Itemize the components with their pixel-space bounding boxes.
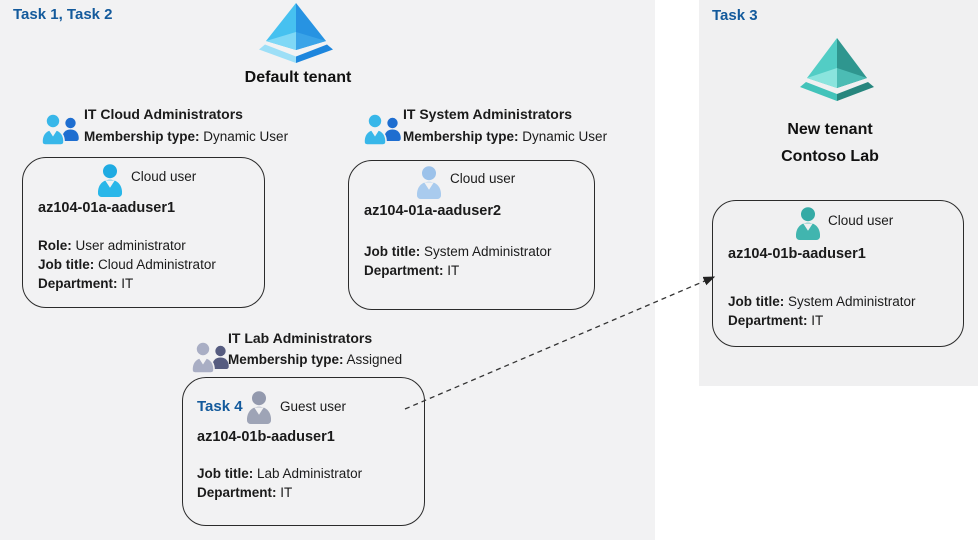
field-job-title: Job title: System Administrator bbox=[728, 292, 916, 311]
user-type-label: Cloud user bbox=[450, 171, 516, 186]
new-tenant-user-card: Cloud user az104-01b-aaduser1 Job title:… bbox=[712, 200, 964, 347]
user-fields: Job title: System Administrator Departme… bbox=[364, 242, 552, 280]
username: az104-01b-aaduser1 bbox=[728, 246, 866, 262]
field-value: System Administrator bbox=[788, 294, 916, 309]
cloud-user-icon bbox=[96, 164, 124, 197]
user-type-label: Cloud user bbox=[131, 169, 197, 184]
field-label: Department: bbox=[38, 276, 118, 291]
field-job-title: Job title: System Administrator bbox=[364, 242, 552, 261]
group-membership-system-admins: Membership type: Dynamic User bbox=[403, 129, 607, 144]
task-4-label: Task 4 bbox=[197, 398, 243, 415]
azure-ad-tenant-icon bbox=[257, 2, 335, 64]
field-value: Cloud Administrator bbox=[98, 257, 216, 272]
task-3-label: Task 3 bbox=[712, 7, 758, 24]
field-label: Department: bbox=[728, 313, 808, 328]
field-label: Job title: bbox=[38, 257, 95, 272]
user-type-label: Guest user bbox=[280, 399, 347, 414]
field-job-title: Job title: Lab Administrator bbox=[197, 464, 362, 483]
membership-value: Dynamic User bbox=[203, 129, 289, 144]
membership-label: Membership type: bbox=[84, 129, 200, 144]
field-value: IT bbox=[121, 276, 134, 291]
group-membership-lab-admins: Membership type: Assigned bbox=[228, 352, 402, 367]
user-card-aaduser1: Cloud user az104-01a-aaduser1 Role: User… bbox=[22, 157, 265, 308]
field-role: Role: User administrator bbox=[38, 236, 216, 255]
group-title-lab-admins: IT Lab Administrators bbox=[228, 330, 373, 346]
field-value: User administrator bbox=[75, 238, 186, 253]
username: az104-01a-aaduser1 bbox=[38, 200, 176, 216]
user-fields: Role: User administrator Job title: Clou… bbox=[38, 236, 216, 293]
task-1-2-label: Task 1, Task 2 bbox=[13, 6, 113, 23]
group-title-cloud-admins: IT Cloud Administrators bbox=[84, 106, 243, 122]
default-tenant-panel bbox=[0, 0, 655, 540]
new-tenant-icon bbox=[799, 36, 875, 106]
guest-user-icon bbox=[245, 391, 273, 424]
field-value: IT bbox=[447, 263, 460, 278]
cloud-user-icon bbox=[415, 166, 443, 199]
field-value: IT bbox=[280, 485, 293, 500]
new-tenant-title-line2: Contoso Lab bbox=[781, 148, 879, 165]
field-label: Role: bbox=[38, 238, 72, 253]
new-tenant-title-line1: New tenant bbox=[787, 121, 873, 138]
membership-value: Dynamic User bbox=[522, 129, 608, 144]
user-card-aaduser2: Cloud user az104-01a-aaduser2 Job title:… bbox=[348, 160, 595, 310]
group-title-system-admins: IT System Administrators bbox=[403, 106, 573, 122]
field-label: Job title: bbox=[197, 466, 254, 481]
membership-label: Membership type: bbox=[403, 129, 519, 144]
field-department: Department: IT bbox=[38, 274, 216, 293]
field-label: Department: bbox=[197, 485, 277, 500]
cloud-user-icon bbox=[794, 207, 822, 240]
field-value: IT bbox=[811, 313, 824, 328]
field-value: System Administrator bbox=[424, 244, 552, 259]
field-label: Department: bbox=[364, 263, 444, 278]
user-type-label: Cloud user bbox=[828, 213, 894, 228]
group-icon-cloud-admins bbox=[40, 112, 82, 146]
group-icon-lab-admins bbox=[190, 340, 232, 374]
field-department: Department: IT bbox=[364, 261, 552, 280]
field-job-title: Job title: Cloud Administrator bbox=[38, 255, 216, 274]
field-value: Lab Administrator bbox=[257, 466, 363, 481]
group-icon-system-admins bbox=[362, 112, 404, 146]
membership-value: Assigned bbox=[346, 352, 403, 367]
user-fields: Job title: System Administrator Departme… bbox=[728, 292, 916, 330]
user-fields: Job title: Lab Administrator Department:… bbox=[197, 464, 362, 502]
field-department: Department: IT bbox=[728, 311, 916, 330]
field-label: Job title: bbox=[364, 244, 421, 259]
username: az104-01b-aaduser1 bbox=[197, 429, 335, 445]
field-label: Job title: bbox=[728, 294, 785, 309]
default-tenant-title: Default tenant bbox=[244, 69, 352, 86]
group-membership-cloud-admins: Membership type: Dynamic User bbox=[84, 129, 288, 144]
username: az104-01a-aaduser2 bbox=[364, 203, 502, 219]
field-department: Department: IT bbox=[197, 483, 362, 502]
guest-user-card: Task 4 Guest user az104-01b-aaduser1 Job… bbox=[182, 377, 425, 526]
membership-label: Membership type: bbox=[228, 352, 344, 367]
